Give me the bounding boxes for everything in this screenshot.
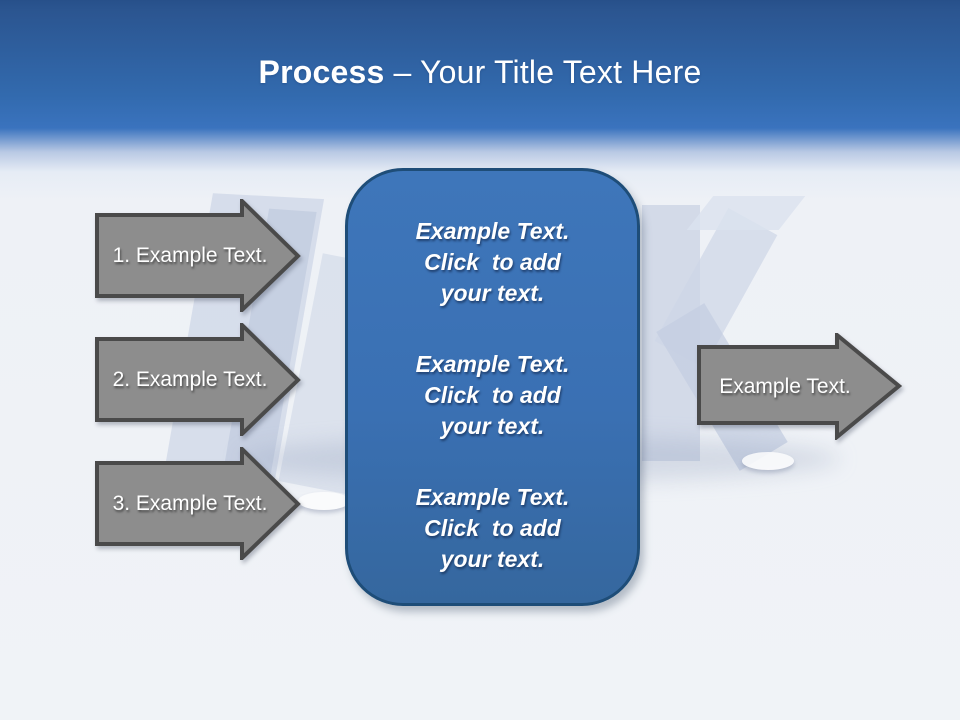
arrow-right-shape [95, 447, 301, 560]
arrow-right-shape [95, 199, 301, 312]
watermark-figure-foot [298, 492, 350, 510]
arrow-right-shape [95, 323, 301, 436]
arrow-right-shape [697, 333, 902, 440]
process-step-label: 1. Example Text. [112, 243, 268, 267]
process-step-label: 2. Example Text. [112, 367, 268, 391]
process-step-arrow-1[interactable]: 1. Example Text. [95, 199, 301, 312]
panel-text-block: Example Text. Click to add your text. [415, 351, 570, 439]
slide-title-rest: – Your Title Text Here [393, 54, 702, 90]
slide-title-bold: Process [258, 54, 385, 90]
process-step-arrow-3[interactable]: 3. Example Text. [95, 447, 301, 560]
panel-text-block: Example Text. Click to add your text. [415, 484, 570, 572]
process-step-label: 3. Example Text. [112, 491, 268, 515]
process-output-arrow[interactable]: Example Text. [697, 333, 902, 440]
watermark-letter-k [686, 196, 806, 230]
process-step-arrow-2[interactable]: 2. Example Text. [95, 323, 301, 436]
watermark-figure-foot [742, 452, 794, 470]
center-text-panel[interactable]: Example Text. Click to add your text. Ex… [345, 168, 640, 606]
process-output-label: Example Text. [719, 374, 851, 398]
panel-text-block: Example Text. Click to add your text. [415, 218, 570, 306]
watermark-letter-k [642, 205, 700, 461]
slide-title: Process – Your Title Text Here [0, 54, 960, 91]
